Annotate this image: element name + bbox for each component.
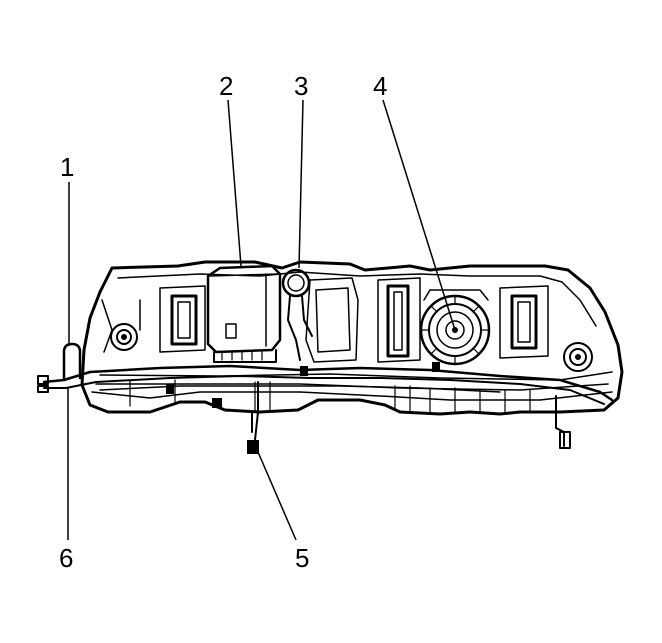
callout-2: 2: [219, 71, 233, 101]
vent-valve: [281, 268, 313, 361]
leader-2: [227, 99, 242, 267]
callout-5: 5: [295, 543, 309, 573]
fuel-tank: [80, 260, 624, 416]
fuel-and-vapor-lines: [37, 342, 614, 454]
leader-lines: [67, 99, 456, 541]
callout-3: 3: [294, 71, 308, 101]
callout-4: 4: [373, 71, 387, 101]
leader-4: [382, 99, 456, 331]
evap-canister: [206, 264, 282, 363]
fuel-pump-module: [419, 289, 491, 366]
leader-5: [257, 451, 297, 541]
callout-1: 1: [60, 152, 74, 182]
leader-3: [298, 99, 304, 269]
callout-6: 6: [59, 543, 73, 573]
